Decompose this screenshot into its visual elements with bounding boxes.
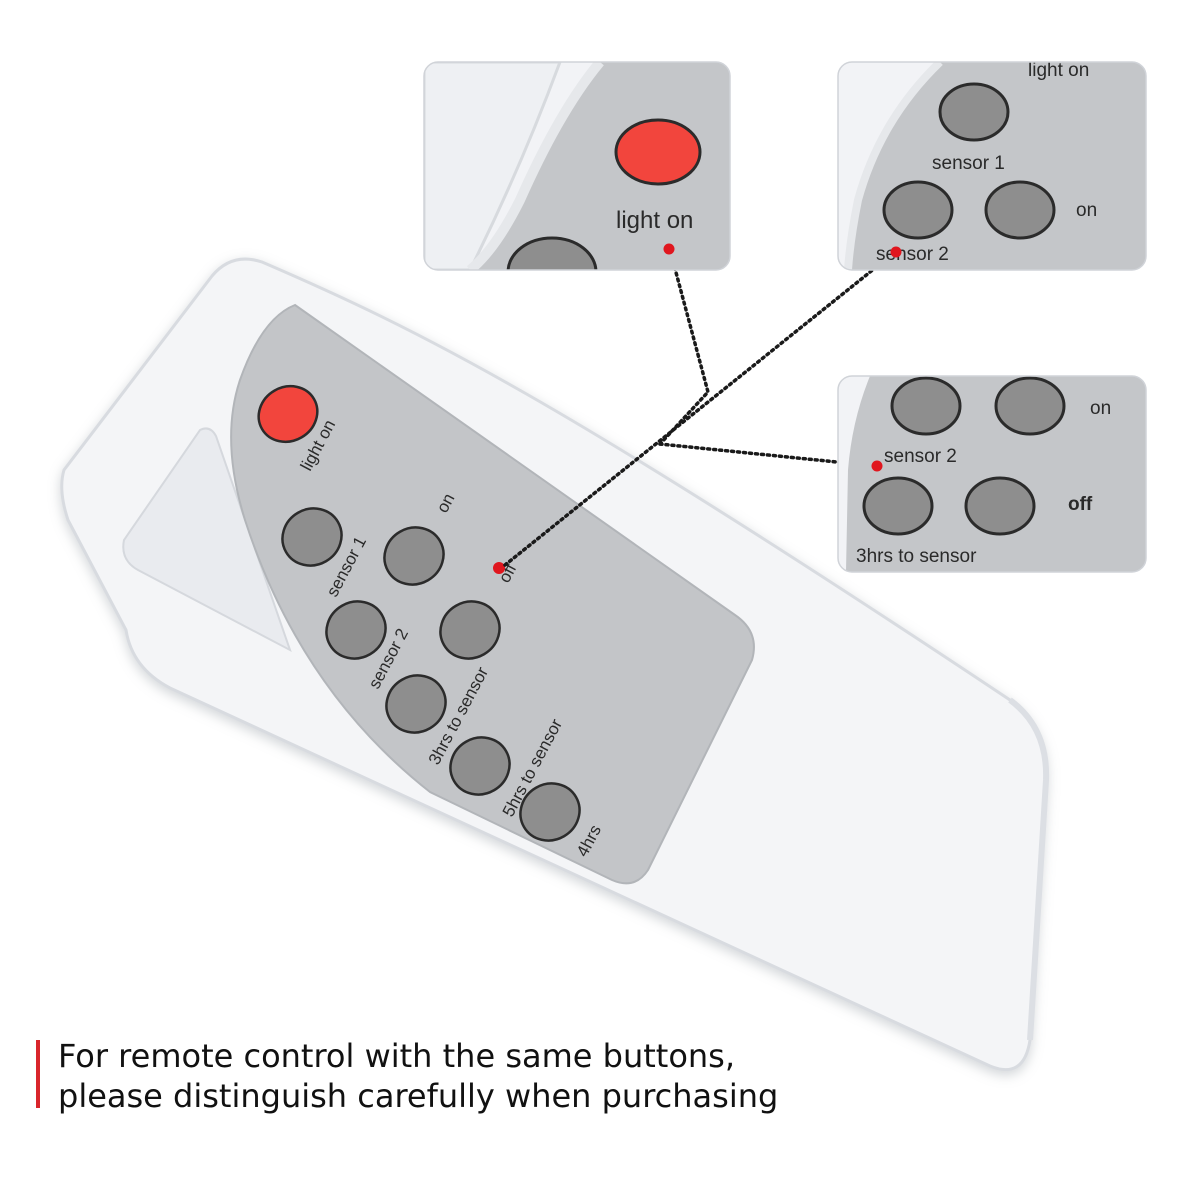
3hrs-to-sensor-button[interactable] xyxy=(376,665,456,743)
zoom3-sensor-2-dot xyxy=(871,460,883,472)
zoom2-on-button xyxy=(984,180,1056,240)
zoom2-sensor-1-button xyxy=(938,82,1010,142)
button-panel xyxy=(230,303,755,885)
sensor-2-button[interactable] xyxy=(316,591,396,669)
zoom3-on-label: on xyxy=(1090,398,1111,419)
5hrs-to-sensor-button[interactable] xyxy=(440,727,520,805)
zoom3-sensor-2-button xyxy=(890,376,962,436)
zoom2-sensor-2-button xyxy=(882,180,954,240)
zoom3-sensor-2-label: sensor 2 xyxy=(884,446,957,467)
zoom-panel-sensors: light on sensor 1 on sensor 2 xyxy=(838,60,1146,270)
caption-line-2: please distinguish carefully when purcha… xyxy=(58,1077,779,1115)
zoom3-3hrs-label: 3hrs to sensor xyxy=(856,546,977,567)
caption-accent-bar xyxy=(36,1040,40,1108)
zoom3-on-button xyxy=(994,376,1066,436)
zoom-gray-button-partial xyxy=(506,236,598,270)
sensor-1-button[interactable] xyxy=(272,498,352,576)
caption-text: For remote control with the same buttons… xyxy=(58,1036,1138,1116)
remote-right-edge xyxy=(1008,697,1050,1041)
zoom-light-on-button xyxy=(614,118,702,186)
caption-line-1: For remote control with the same buttons… xyxy=(58,1037,736,1075)
zoom-panel-light-on: light on xyxy=(424,62,730,270)
zoom3-off-button xyxy=(964,476,1036,536)
zoom-light-on-dot xyxy=(663,243,675,255)
on-button[interactable] xyxy=(374,517,454,595)
remote-body-bevel xyxy=(122,427,292,653)
off-button[interactable] xyxy=(430,591,510,669)
4hrs-button[interactable] xyxy=(510,773,590,851)
zoom3-off-label: off xyxy=(1068,494,1093,515)
off-marker-dot xyxy=(493,562,505,574)
zoom3-3hrs-button xyxy=(862,476,934,536)
leader-line-light-on xyxy=(658,248,710,446)
zoom2-sensor-2-label: sensor 2 xyxy=(876,244,949,265)
remote-control: light on sensor 1 on off sensor 2 3hrs t… xyxy=(60,257,1050,1072)
leader-line-sensor-2 xyxy=(503,250,897,567)
zoom2-sensor-1-label: sensor 1 xyxy=(932,153,1005,174)
zoom-panel-timers: on sensor 2 off 3hrs to sensor xyxy=(838,376,1146,572)
zoom-light-on-label: light on xyxy=(616,207,693,234)
zoom2-light-on-label: light on xyxy=(1028,60,1089,81)
zoom2-on-label: on xyxy=(1076,200,1097,221)
zoom2-sensor-2-dot xyxy=(890,246,902,258)
light-on-button[interactable] xyxy=(249,376,328,453)
